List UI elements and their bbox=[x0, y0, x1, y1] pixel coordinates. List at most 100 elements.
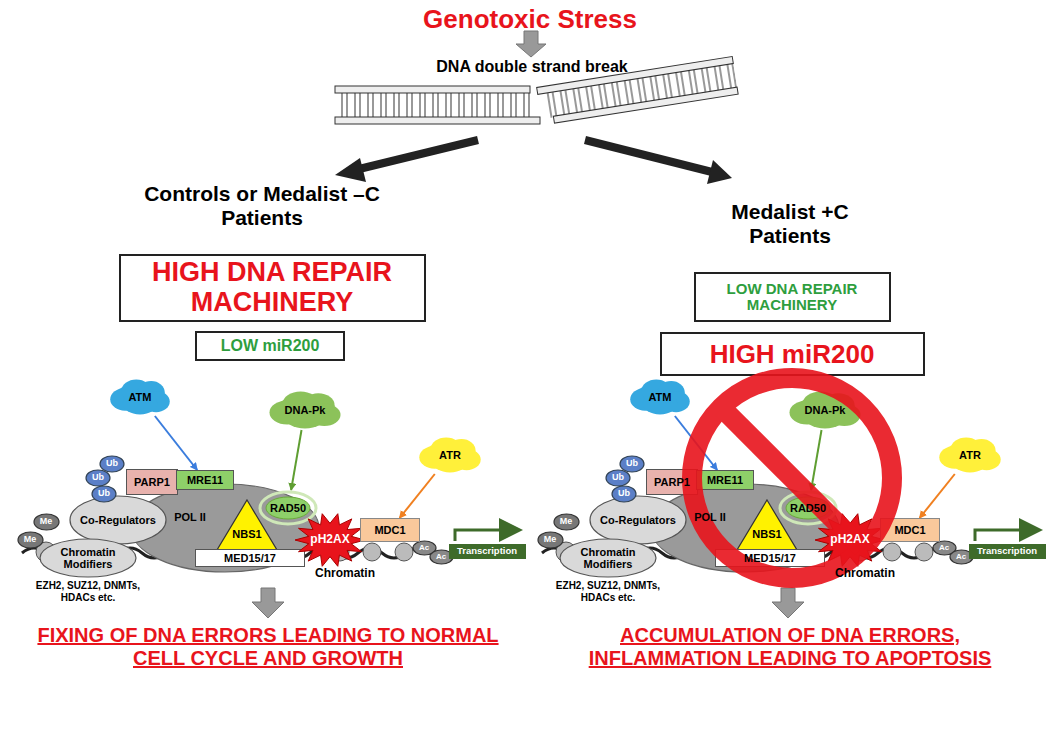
node-text: ATM bbox=[128, 391, 151, 403]
status-box: HIGH DNA REPAIR MACHINERY bbox=[119, 254, 426, 322]
status-box: LOW DNA REPAIR MACHINERY bbox=[694, 272, 891, 322]
node-text: RAD50 bbox=[790, 502, 826, 514]
node-text: Ac bbox=[436, 553, 446, 562]
node-text: Ub bbox=[92, 473, 104, 483]
node-text: pH2AX bbox=[830, 533, 869, 546]
node-text: PARP1 bbox=[134, 476, 170, 488]
node-text: Me bbox=[560, 517, 573, 527]
transcription-box: Transcription bbox=[449, 544, 526, 559]
signal-arrow bbox=[920, 474, 955, 518]
methyl-mark: Me bbox=[537, 531, 564, 549]
signal-arrow bbox=[811, 430, 821, 490]
kinase-cloud: DNA-Pk bbox=[268, 390, 342, 430]
node-text: MDC1 bbox=[374, 524, 405, 536]
node-text: Chromatin Modifiers bbox=[51, 546, 125, 570]
node-text: DNA-Pk bbox=[285, 404, 326, 416]
label-text: DNA double strand break bbox=[436, 58, 627, 75]
node-text: NBS1 bbox=[232, 528, 261, 540]
node-text: Ac bbox=[939, 544, 949, 553]
kinase-cloud: ATR bbox=[938, 436, 1002, 474]
chromatin-label: Chromatin bbox=[820, 566, 910, 581]
modifier-list: EZH2, SUZ12, DNMTs, HDACs etc. bbox=[32, 580, 144, 603]
label-text: Controls or Medalist –C Patients bbox=[144, 182, 380, 229]
coregulator-ellipse: Co-Regulators bbox=[69, 495, 167, 545]
break-label: DNA double strand break bbox=[372, 58, 692, 76]
node-text: Ub bbox=[612, 473, 624, 483]
kinase-cloud: ATM bbox=[109, 378, 171, 416]
node-text: DNA-Pk bbox=[805, 404, 846, 416]
histone-star: pH2AX bbox=[294, 512, 366, 568]
node-text: Co-Regulators bbox=[600, 514, 676, 526]
node-text: LOW miR200 bbox=[221, 337, 320, 355]
group-heading: Controls or Medalist –C Patients bbox=[137, 182, 387, 230]
node-text: Ub bbox=[626, 459, 638, 469]
node-text: Transcription bbox=[457, 546, 517, 556]
outcome-text: ACCUMULATION OF DNA ERRORS, INFLAMMATION… bbox=[550, 624, 1030, 670]
node-text: NBS1 bbox=[752, 528, 781, 540]
modifier-ellipse: Chromatin Modifiers bbox=[39, 538, 137, 578]
group-heading: Medalist +C Patients bbox=[710, 200, 870, 248]
label-text: Chromatin bbox=[315, 566, 375, 580]
node-text: pH2AX bbox=[310, 533, 349, 546]
title: Genotoxic Stress bbox=[325, 4, 735, 35]
node-text: MED15/17 bbox=[744, 552, 796, 564]
node-text: Transcription bbox=[977, 546, 1037, 556]
node-text: Ub bbox=[618, 489, 630, 499]
node-text: MED15/17 bbox=[224, 552, 276, 564]
signal-arrow bbox=[400, 474, 435, 518]
label-text: Chromatin bbox=[835, 566, 895, 580]
protein-box: MRE11 bbox=[696, 470, 754, 490]
node-text: MRE11 bbox=[187, 474, 223, 486]
signal-arrow bbox=[291, 430, 301, 490]
node-text: RAD50 bbox=[270, 502, 306, 514]
node-text: POL II bbox=[174, 511, 206, 523]
ubiquitin-mark: Ub bbox=[91, 485, 117, 503]
node-text: LOW DNA REPAIR MACHINERY bbox=[702, 281, 883, 314]
methyl-mark: Me bbox=[17, 531, 44, 549]
label-text: Medalist +C Patients bbox=[731, 200, 848, 247]
node-text: Me bbox=[24, 535, 37, 545]
outcome-text: FIXING OF DNA ERRORS LEADING TO NORMAL C… bbox=[28, 624, 508, 670]
node-text: ATR bbox=[959, 449, 981, 461]
coregulator-ellipse: Co-Regulators bbox=[589, 495, 687, 545]
node-text: HIGH miR200 bbox=[710, 340, 875, 369]
node-text: Co-Regulators bbox=[80, 514, 156, 526]
protein-box: PARP1 bbox=[126, 469, 178, 495]
signal-arrow bbox=[155, 416, 197, 470]
node-text: ATM bbox=[648, 391, 671, 403]
transcription-box: Transcription bbox=[969, 544, 1046, 559]
node-text: Ub bbox=[106, 459, 118, 469]
node-text: Chromatin Modifiers bbox=[571, 546, 645, 570]
kinase-cloud: ATM bbox=[629, 378, 691, 416]
node-text: ATR bbox=[439, 449, 461, 461]
status-box: LOW miR200 bbox=[195, 331, 345, 361]
node-text: Ac bbox=[956, 553, 966, 562]
label-text: EZH2, SUZ12, DNMTs, HDACs etc. bbox=[556, 580, 660, 603]
protein-box: MDC1 bbox=[360, 518, 420, 542]
node-text: Me bbox=[40, 517, 53, 527]
node-text: MRE11 bbox=[707, 474, 743, 486]
kinase-cloud: ATR bbox=[418, 436, 482, 474]
label-text: FIXING OF DNA ERRORS LEADING TO NORMAL C… bbox=[37, 624, 498, 669]
methyl-mark: Me bbox=[33, 513, 60, 531]
label-text: ACCUMULATION OF DNA ERRORS, INFLAMMATION… bbox=[589, 624, 992, 669]
label-text: EZH2, SUZ12, DNMTs, HDACs etc. bbox=[36, 580, 140, 603]
chromatin-label: Chromatin bbox=[300, 566, 390, 581]
node-text: HIGH DNA REPAIR MACHINERY bbox=[127, 258, 418, 317]
methyl-mark: Me bbox=[553, 513, 580, 531]
ubiquitin-mark: Ub bbox=[611, 485, 637, 503]
node-text: Ub bbox=[98, 489, 110, 499]
node-text: Ac bbox=[419, 544, 429, 553]
modifier-ellipse: Chromatin Modifiers bbox=[559, 538, 657, 578]
protein-box: MRE11 bbox=[176, 470, 234, 490]
ubiquitin-mark: Ub bbox=[605, 469, 631, 487]
node-text: MDC1 bbox=[894, 524, 925, 536]
ubiquitin-mark: Ub bbox=[85, 469, 111, 487]
node-text: PARP1 bbox=[654, 476, 690, 488]
node-text: Me bbox=[544, 535, 557, 545]
modifier-list: EZH2, SUZ12, DNMTs, HDACs etc. bbox=[552, 580, 664, 603]
title-text: Genotoxic Stress bbox=[423, 4, 637, 34]
mediator-box: MED15/17 bbox=[195, 549, 305, 567]
node-text: POL II bbox=[694, 511, 726, 523]
